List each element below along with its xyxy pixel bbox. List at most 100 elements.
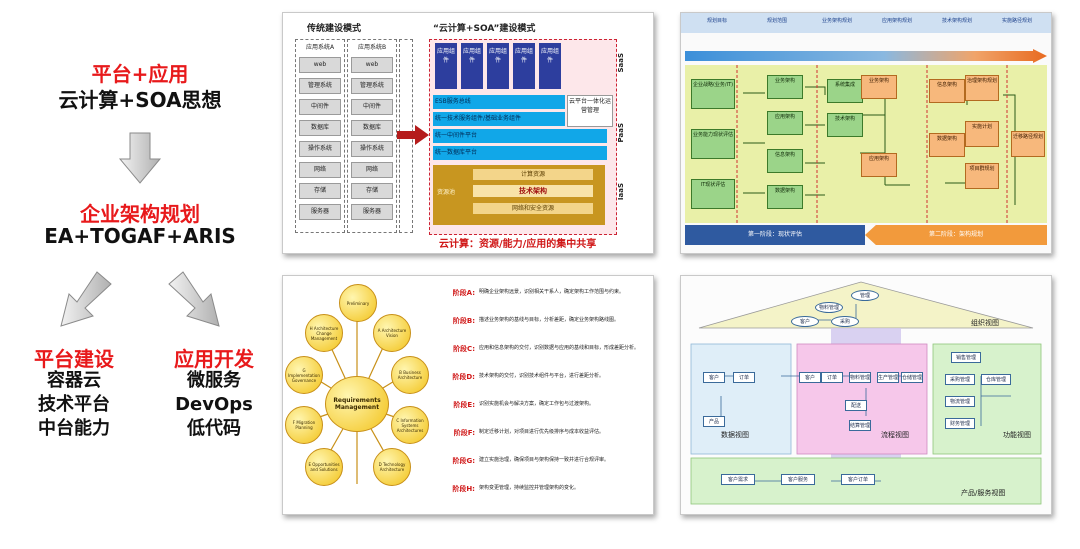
cloud-ops-box: 云平台一体化运营管理 xyxy=(567,95,613,127)
iaas-block: 计算资源 资源池 技术架构 网络和安全资源 xyxy=(433,165,605,225)
adm-phase-node: D Technology Architecture xyxy=(373,448,411,486)
paas-label: PaaS xyxy=(617,123,625,143)
process-node: 客户 xyxy=(799,372,821,383)
section-platform-build-title: 平台建设 xyxy=(34,347,114,371)
saas-label: SaaS xyxy=(617,53,625,73)
common-service-band: 统一技术服务组件/基础业务组件 xyxy=(433,112,565,126)
platform-build-item: 中台能力 xyxy=(38,418,110,439)
phase-two-bar: 第二阶段：架构规划 xyxy=(865,225,1047,245)
app-dev-list: 微服务 DevOps 低代码 xyxy=(158,369,270,441)
roadmap-output-box: 项目群规划 xyxy=(965,163,999,189)
current-state-box: 业务能力现状评估 xyxy=(691,129,735,159)
iaas-compute: 计算资源 xyxy=(473,169,593,180)
aris-house-shape xyxy=(690,281,1042,505)
adm-phase-text: 应用和信息架构的交付，识别数据与应用的基线和目标，形成差距分析。 xyxy=(479,345,640,351)
system-a-label: 应用系统A xyxy=(305,44,335,51)
architecture-box: 业务架构 xyxy=(767,75,803,99)
function-node: 物流管理 xyxy=(945,396,975,407)
adm-phase-label: 阶段H: xyxy=(452,485,475,493)
adm-phase-node: G Implementation Governance xyxy=(285,356,323,394)
ea-roadmap-panel: 第一阶段：现状评估 第二阶段：架构规划 规划目标规划范围业务架构规划应用架构规划… xyxy=(680,12,1052,254)
section-ea-title: 企业架构规划 xyxy=(80,202,200,226)
section-ea-subtitle: EA+TOGAF+ARIS xyxy=(44,224,236,248)
architecture-box: 信息架构 xyxy=(767,149,803,173)
cloud-footer: 云计算：资源/能力/应用的集中共享 xyxy=(439,239,597,250)
platform-build-list: 容器云 技术平台 中台能力 xyxy=(18,369,130,441)
process-node: 仓储管理 xyxy=(901,372,923,383)
function-node: 财务管理 xyxy=(945,418,975,429)
adm-phase-text: 识别实施机会与解决方案，确定工作包与过渡架构。 xyxy=(479,401,595,407)
adm-phase-label: 阶段B: xyxy=(452,317,475,325)
roadmap-connectors xyxy=(736,65,1016,223)
app-dev-item: 低代码 xyxy=(187,418,241,439)
org-view-label: 组织视图 xyxy=(971,319,999,327)
data-node: 客户 xyxy=(703,372,725,383)
app-dev-item: DevOps xyxy=(175,394,253,415)
iaas-network: 网络和安全资源 xyxy=(473,203,593,214)
architecture-box: 技术架构 xyxy=(827,113,863,137)
adm-phase-node: B Business Architecture xyxy=(391,356,429,394)
system-a-layer: 网络 xyxy=(299,162,341,178)
app-component-box: 应用组件 xyxy=(487,43,509,89)
middleware-band: 统一中间件平台 xyxy=(433,129,607,143)
roadmap-stage-label: 实施路径规划 xyxy=(1001,18,1032,24)
adm-phase-text: 建立实施治理，确保项目与架构保持一致并进行合规评审。 xyxy=(479,457,610,463)
function-node: 仓库管理 xyxy=(981,374,1011,385)
arrow-down-icon xyxy=(118,132,162,184)
function-view-label: 功能视图 xyxy=(1003,431,1031,439)
section-app-dev-title: 应用开发 xyxy=(174,347,254,371)
org-node: 物料管理 xyxy=(815,302,843,313)
system-a-column: 应用系统A xyxy=(295,39,345,233)
adm-phase-text: 技术架构的交付，识别技术组件与平台，进行差距分析。 xyxy=(479,373,605,379)
planning-box: 数据架构 xyxy=(929,133,965,157)
process-node: 结算管理 xyxy=(849,420,871,431)
platform-build-item: 技术平台 xyxy=(38,394,110,415)
system-b-layer: 数据库 xyxy=(351,120,393,136)
current-state-box: 企业战略(业务/IT) xyxy=(691,79,735,109)
esb-band: ESB服务总线 xyxy=(433,95,565,109)
system-a-layer: 管理系统 xyxy=(299,78,341,94)
iaas-tech: 技术架构 xyxy=(473,185,593,197)
adm-phase-label: 阶段F: xyxy=(453,429,475,437)
data-node: 产品 xyxy=(703,416,725,427)
adm-phase-label: 阶段A: xyxy=(452,289,475,297)
app-component-box: 应用组件 xyxy=(539,43,561,89)
iaas-label: IaaS xyxy=(617,183,625,201)
roadmap-output-box: 治理架构规划 xyxy=(965,75,999,101)
system-b-column: 应用系统B xyxy=(347,39,397,233)
system-a-layer: 存储 xyxy=(299,183,341,199)
arrow-down-right-icon xyxy=(168,271,220,327)
app-component-box: 应用组件 xyxy=(461,43,483,89)
architecture-box: 数据架构 xyxy=(767,185,803,209)
arrow-down-left-icon xyxy=(60,271,112,327)
adm-phase-text: 描述业务架构的基线与目标，分析差距，确定业务架构路线图。 xyxy=(479,317,620,323)
org-node: 客户 xyxy=(791,316,819,327)
function-node: 采购管理 xyxy=(945,374,975,385)
process-node: 生产管理 xyxy=(877,372,899,383)
current-state-box: IT现状评估 xyxy=(691,179,735,209)
planning-box: 信息架构 xyxy=(929,79,965,103)
adm-phase-text: 制定迁移计划，对项目进行优先级排序与成本收益评估。 xyxy=(479,429,605,435)
system-a-layer: web xyxy=(299,57,341,73)
adm-phase-node: E Opportunities and Solutions xyxy=(305,448,343,486)
process-view-label: 流程视图 xyxy=(881,431,909,439)
cloud-soa-panel: 传统建设模式 “云计算+SOA”建设模式 应用系统A 应用系统B ESB服务总线… xyxy=(282,12,654,254)
app-component-box: 应用组件 xyxy=(513,43,535,89)
system-b-layer: 操作系统 xyxy=(351,141,393,157)
system-b-layer: 网络 xyxy=(351,162,393,178)
roadmap-stage-label: 业务架构规划 xyxy=(821,18,852,24)
adm-phase-node: H Architecture Change Management xyxy=(305,314,343,352)
process-node: 物料管理 xyxy=(849,372,871,383)
adm-phase-label: 阶段D: xyxy=(452,373,475,381)
planning-box: 应用架构 xyxy=(861,153,897,177)
system-b-layer: 服务器 xyxy=(351,204,393,220)
roadmap-stage-label: 规划范围 xyxy=(766,18,787,24)
system-a-layer: 服务器 xyxy=(299,204,341,220)
adm-phase-label: 阶段E: xyxy=(453,401,475,409)
phase-one-bar: 第一阶段：现状评估 xyxy=(685,225,865,245)
adm-phase-text: 架构变更管理，持续监控并管理架构的变化。 xyxy=(479,485,580,491)
architecture-box: 系统集成 xyxy=(827,79,863,103)
adm-phase-node: Preliminary xyxy=(339,284,377,322)
data-node: 订单 xyxy=(733,372,755,383)
